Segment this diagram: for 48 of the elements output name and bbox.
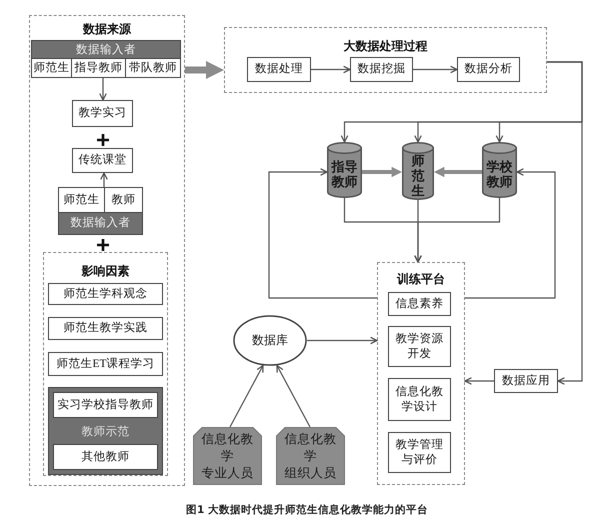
arrow xyxy=(99,78,107,101)
group-label: 教师示范 xyxy=(80,424,130,440)
text-box: 教学实习 xyxy=(72,100,133,127)
chamfered-box: 信息化教学 专业人员 xyxy=(193,427,262,485)
group-box xyxy=(48,387,163,475)
text-box: 其他教师 xyxy=(53,444,158,470)
block-arrow xyxy=(434,166,482,178)
text-box: 信息化教学设计 xyxy=(388,378,451,421)
ellipse-node: 数据库 xyxy=(233,315,307,366)
arrow xyxy=(276,364,311,428)
figure-caption: 图1 大数据时代提升师范生信息化教学能力的平台 xyxy=(185,503,429,518)
text-box: 数据挖掘 xyxy=(350,57,413,82)
text-box: 数据分析 xyxy=(457,57,520,82)
block-arrow xyxy=(185,60,224,80)
header-band: 数据输入者 xyxy=(32,41,180,59)
table-box xyxy=(58,187,143,235)
group-title: 训练平台 xyxy=(396,271,446,287)
group-title: 影响因素 xyxy=(80,263,130,279)
text-box: 信息素养 xyxy=(388,292,451,316)
arrow xyxy=(413,66,458,74)
arrow xyxy=(547,61,583,385)
group-title: 大数据处理过程 xyxy=(342,38,428,54)
arrow xyxy=(307,336,378,344)
text-box: 数据应用 xyxy=(494,369,558,393)
arrow xyxy=(311,66,351,74)
arrow xyxy=(268,168,377,299)
block-arrow xyxy=(362,166,402,178)
dashed-group-box xyxy=(29,15,185,486)
dashed-group-box xyxy=(43,252,168,476)
dashed-group-box xyxy=(224,27,547,93)
arrow xyxy=(465,168,556,299)
text-box: 师范生ET课程学习 xyxy=(48,352,163,376)
table-box xyxy=(31,40,181,78)
text-box: 传统课堂 xyxy=(72,148,133,173)
arrow xyxy=(414,198,500,263)
arrow xyxy=(229,364,264,428)
dashed-group-box xyxy=(377,262,465,485)
chamfered-box: 信息化教学 组织人员 xyxy=(276,427,345,485)
text-box: 数据处理 xyxy=(247,57,311,82)
text-box: 师范生学科观念 xyxy=(48,283,163,305)
group-title: 数据来源 xyxy=(82,21,132,37)
text-box: 实习学校指导教师 xyxy=(53,392,158,418)
text-box: 教学管理与评价 xyxy=(388,432,451,473)
text-box: 师范生教学实践 xyxy=(48,317,163,340)
arrow xyxy=(464,377,494,385)
header-band: 数据输入者 xyxy=(59,212,142,234)
arrow xyxy=(100,172,108,187)
text-box: 教学资源开发 xyxy=(388,326,451,367)
